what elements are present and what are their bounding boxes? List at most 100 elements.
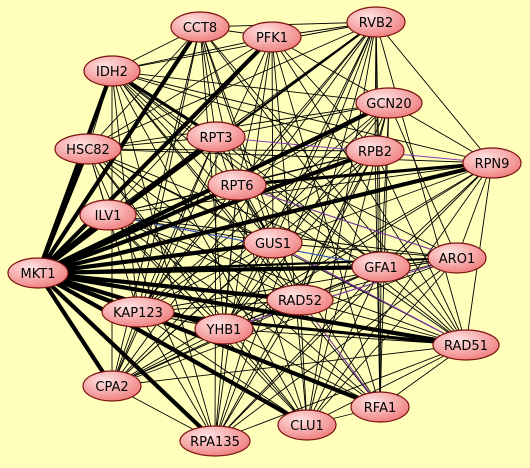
edge [111, 242, 274, 387]
edge [271, 36, 274, 244]
edge-hub [35, 182, 240, 276]
node-label: KAP123 [113, 306, 163, 321]
node-label: PFK1 [256, 31, 288, 46]
node-hsc82[interactable]: HSC82 [54, 133, 122, 165]
node-ellipse [462, 147, 522, 179]
node-cpa2[interactable]: CPA2 [82, 370, 142, 402]
edge [137, 311, 216, 442]
edge [271, 36, 381, 408]
edge [223, 328, 381, 408]
node-rpa135[interactable]: RPA135 [179, 425, 251, 457]
node-ellipse [101, 296, 175, 328]
edge [272, 162, 493, 244]
node-rpt3[interactable]: RPT3 [186, 121, 246, 153]
node-aro1[interactable]: ARO1 [427, 242, 487, 274]
edge [107, 214, 467, 346]
edge [111, 70, 382, 268]
node-ellipse [83, 55, 141, 87]
edge [236, 184, 467, 346]
node-label: CLU1 [290, 419, 323, 434]
node-rpt6[interactable]: RPT6 [207, 169, 267, 201]
node-ellipse [345, 135, 405, 167]
node-ellipse [170, 11, 230, 43]
node-layer: MKT1CCT8PFK1RVB2IDH2GCN20HSC82RPT3RPB2RP… [7, 6, 522, 457]
edge [111, 70, 376, 152]
node-gus1[interactable]: GUS1 [243, 227, 303, 259]
node-label: GUS1 [255, 237, 291, 252]
edge [306, 162, 493, 426]
node-label: RPT3 [199, 131, 232, 146]
node-rad52[interactable]: RAD52 [266, 284, 334, 316]
node-kap123[interactable]: KAP123 [101, 296, 175, 328]
node-ellipse [432, 329, 500, 361]
node-rpb2[interactable]: RPB2 [345, 135, 405, 167]
edge-hub [35, 270, 115, 389]
edge-hub [35, 160, 495, 276]
node-gcn20[interactable]: GCN20 [355, 87, 423, 119]
edge-colored [223, 257, 458, 330]
node-gfa1[interactable]: GFA1 [351, 251, 411, 283]
node-mkt1[interactable]: MKT1 [7, 257, 69, 289]
edge [87, 148, 308, 426]
edge [87, 148, 301, 301]
edge [137, 26, 201, 313]
edge [111, 344, 467, 387]
edge [87, 26, 201, 150]
node-label: GCN20 [366, 97, 411, 112]
edge [306, 21, 377, 426]
node-label: GFA1 [364, 261, 398, 276]
edge [137, 102, 390, 313]
node-ellipse [207, 169, 267, 201]
edge [375, 21, 467, 346]
node-label: IDH2 [96, 65, 128, 80]
node-pfk1[interactable]: PFK1 [242, 21, 302, 53]
node-label: ILV1 [95, 209, 122, 224]
edge [87, 102, 390, 150]
node-ellipse [54, 133, 122, 165]
node-label: RFA1 [364, 401, 396, 416]
node-cct8[interactable]: CCT8 [170, 11, 230, 43]
node-label: RAD52 [278, 294, 322, 309]
node-ellipse [277, 409, 337, 441]
edge-hub [35, 240, 276, 276]
edge [456, 162, 493, 259]
node-label: RAD51 [444, 339, 488, 354]
edge [380, 102, 390, 268]
node-ellipse [243, 227, 303, 259]
node-ellipse [7, 257, 69, 289]
edge-hub [35, 146, 91, 276]
edge-hub [35, 270, 303, 303]
node-clu1[interactable]: CLU1 [277, 409, 337, 441]
edge-hub [35, 270, 310, 428]
edge-colored [236, 184, 458, 259]
node-rvb2[interactable]: RVB2 [346, 6, 406, 38]
node-idh2[interactable]: IDH2 [83, 55, 141, 87]
edge-hub [35, 148, 378, 276]
edge-colored [272, 242, 467, 346]
edge [137, 311, 308, 426]
edge [87, 148, 493, 164]
node-ellipse [351, 251, 411, 283]
edge [375, 21, 493, 164]
edge [111, 70, 301, 301]
node-rfa1[interactable]: RFA1 [350, 391, 410, 423]
node-label: CCT8 [183, 21, 217, 36]
edge [272, 242, 458, 259]
node-rad51[interactable]: RAD51 [432, 329, 500, 361]
node-label: CPA2 [95, 380, 128, 395]
node-ellipse [350, 391, 410, 423]
node-label: RPA135 [190, 435, 240, 450]
node-ellipse [82, 370, 142, 402]
node-yhb1[interactable]: YHB1 [194, 313, 254, 345]
edge [299, 299, 308, 426]
node-ellipse [346, 6, 406, 38]
node-rpn9[interactable]: RPN9 [462, 147, 522, 179]
node-ellipse [355, 87, 423, 119]
edge-hub [35, 270, 218, 444]
edge [306, 257, 458, 426]
node-ellipse [79, 199, 137, 231]
edge [111, 136, 217, 387]
node-label: MKT1 [21, 267, 56, 282]
node-ilv1[interactable]: ILV1 [79, 199, 137, 231]
